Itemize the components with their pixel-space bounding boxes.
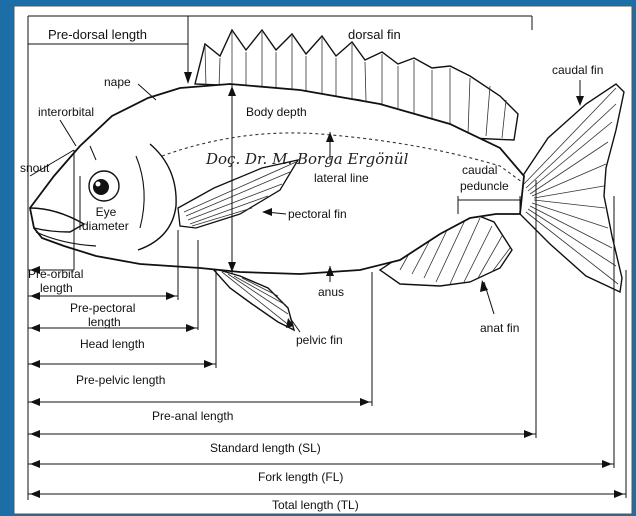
label-nape: nape [104, 76, 131, 89]
label-standard-length: Standard length (SL) [210, 442, 321, 455]
label-snout: snout [20, 162, 49, 175]
label-anal-fin: anat fin [480, 322, 519, 335]
label-pre-pectoral: Pre-pectoral [70, 302, 135, 315]
author-watermark: Doç. Dr. M. Borga Ergönül [206, 150, 408, 168]
label-pre-anal-length: Pre-anal length [152, 410, 233, 423]
label-body-depth: Body depth [246, 106, 307, 119]
label-interorbital: interorbital [38, 106, 94, 119]
label-caudal: caudal [462, 164, 497, 177]
label-pectoral-fin: pectoral fin [288, 208, 347, 221]
label-pre-pectoral-length: length [88, 316, 121, 329]
label-eye: Eye [94, 206, 118, 219]
label-head-length: Head length [80, 338, 145, 351]
label-pre-orbital: Pre-orbital [28, 268, 83, 281]
label-dorsal-fin: dorsal fin [348, 28, 401, 41]
eye-highlight [96, 182, 101, 187]
label-pre-orbital-length: length [40, 282, 73, 295]
label-total-length: Total length (TL) [272, 499, 359, 512]
label-diameter: diameter [82, 220, 129, 233]
label-peduncle: peduncle [460, 180, 509, 193]
label-pelvic-fin: pelvic fin [296, 334, 343, 347]
label-pre-pelvic-length: Pre-pelvic length [76, 374, 165, 387]
label-fork-length: Fork length (FL) [258, 471, 343, 484]
eye-pupil [93, 179, 109, 195]
label-lateral-line: lateral line [314, 172, 369, 185]
label-pre-dorsal-length: Pre-dorsal length [48, 28, 147, 41]
label-anus: anus [318, 286, 344, 299]
label-caudal-fin: caudal fin [552, 64, 603, 77]
